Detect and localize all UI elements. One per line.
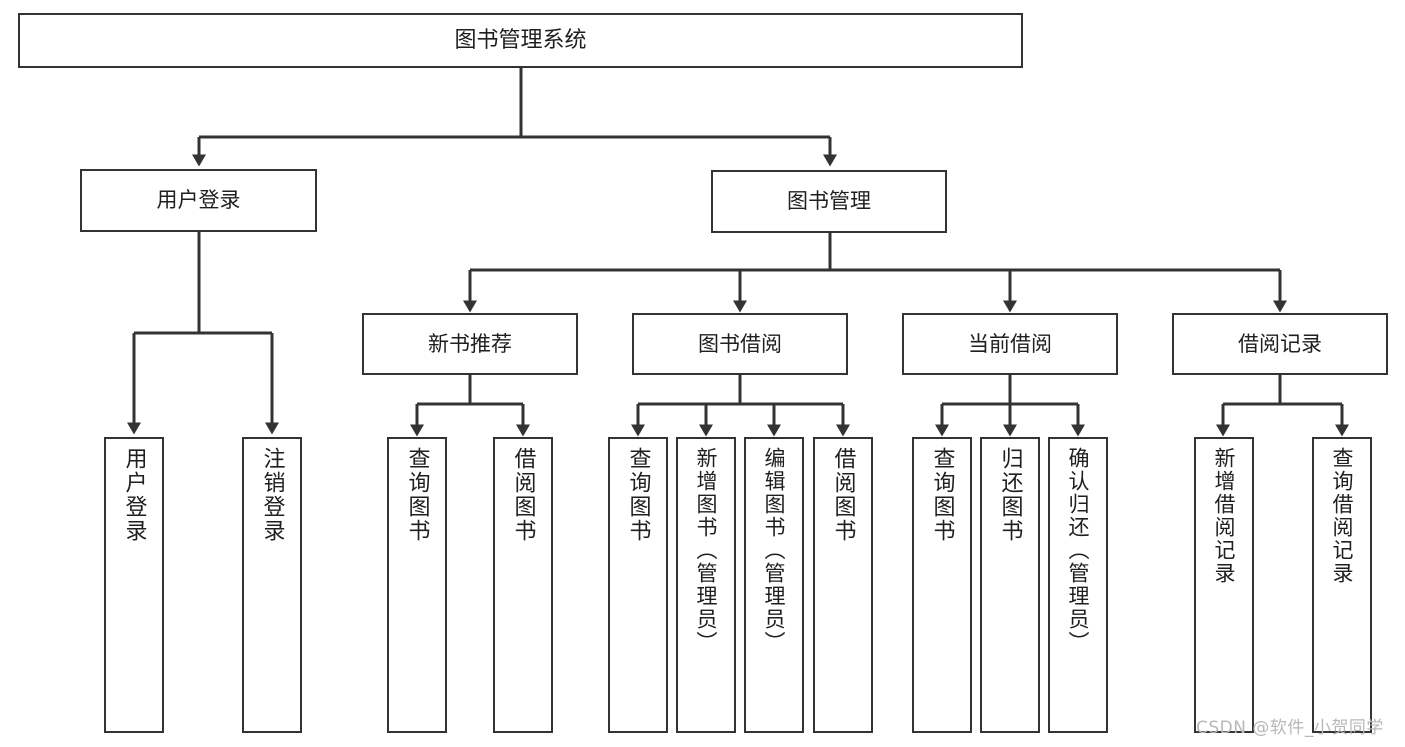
leaf-book-borrow-query[interactable]: 查询图书	[608, 437, 668, 733]
node-label: 新书推荐	[428, 331, 512, 356]
node-label: 图书管理系统	[454, 27, 587, 53]
node-label: 编辑图书（管理员）	[762, 447, 787, 654]
node-label: 用户登录	[156, 188, 241, 213]
node-label: 图书管理	[787, 189, 871, 214]
leaf-book-borrow-add[interactable]: 新增图书（管理员）	[676, 437, 736, 733]
node-root-system[interactable]: 图书管理系统	[18, 13, 1023, 68]
node-label: 查询图书	[625, 447, 651, 543]
leaf-current-borrow-return[interactable]: 归还图书	[980, 437, 1040, 733]
node-label: 查询图书	[929, 447, 955, 543]
node-current-borrow[interactable]: 当前借阅	[902, 313, 1118, 375]
node-new-book-recommend[interactable]: 新书推荐	[362, 313, 578, 375]
leaf-new-book-query[interactable]: 查询图书	[387, 437, 447, 733]
node-label: 用户登录	[121, 447, 147, 543]
leaf-borrow-record-query[interactable]: 查询借阅记录	[1312, 437, 1372, 733]
leaf-book-borrow-borrow[interactable]: 借阅图书	[813, 437, 873, 733]
csdn-watermark: CSDN @软件_小贺同学	[1196, 718, 1384, 738]
leaf-book-borrow-edit[interactable]: 编辑图书（管理员）	[744, 437, 804, 733]
leaf-borrow-record-add[interactable]: 新增借阅记录	[1194, 437, 1254, 733]
leaf-current-borrow-confirm-return[interactable]: 确认归还（管理员）	[1048, 437, 1108, 733]
node-label: 借阅图书	[830, 447, 856, 543]
node-book-borrow[interactable]: 图书借阅	[632, 313, 848, 375]
leaf-current-borrow-query[interactable]: 查询图书	[912, 437, 972, 733]
node-borrow-record[interactable]: 借阅记录	[1172, 313, 1388, 375]
node-label: 注销登录	[259, 447, 285, 543]
node-label: 归还图书	[997, 447, 1023, 543]
node-user-login[interactable]: 用户登录	[80, 169, 317, 232]
node-label: 新增借阅记录	[1212, 447, 1237, 585]
node-label: 图书借阅	[698, 331, 782, 356]
node-label: 确认归还（管理员）	[1066, 447, 1091, 654]
node-label: 查询借阅记录	[1330, 447, 1355, 585]
node-label: 新增图书（管理员）	[694, 447, 719, 654]
leaf-new-book-borrow[interactable]: 借阅图书	[493, 437, 553, 733]
leaf-user-login-logout[interactable]: 注销登录	[242, 437, 302, 733]
node-label: 借阅记录	[1238, 331, 1322, 356]
leaf-user-login-login[interactable]: 用户登录	[104, 437, 164, 733]
node-book-management[interactable]: 图书管理	[711, 170, 947, 233]
node-label: 借阅图书	[510, 447, 536, 543]
node-label: 查询图书	[404, 447, 430, 543]
node-label: 当前借阅	[968, 331, 1052, 356]
